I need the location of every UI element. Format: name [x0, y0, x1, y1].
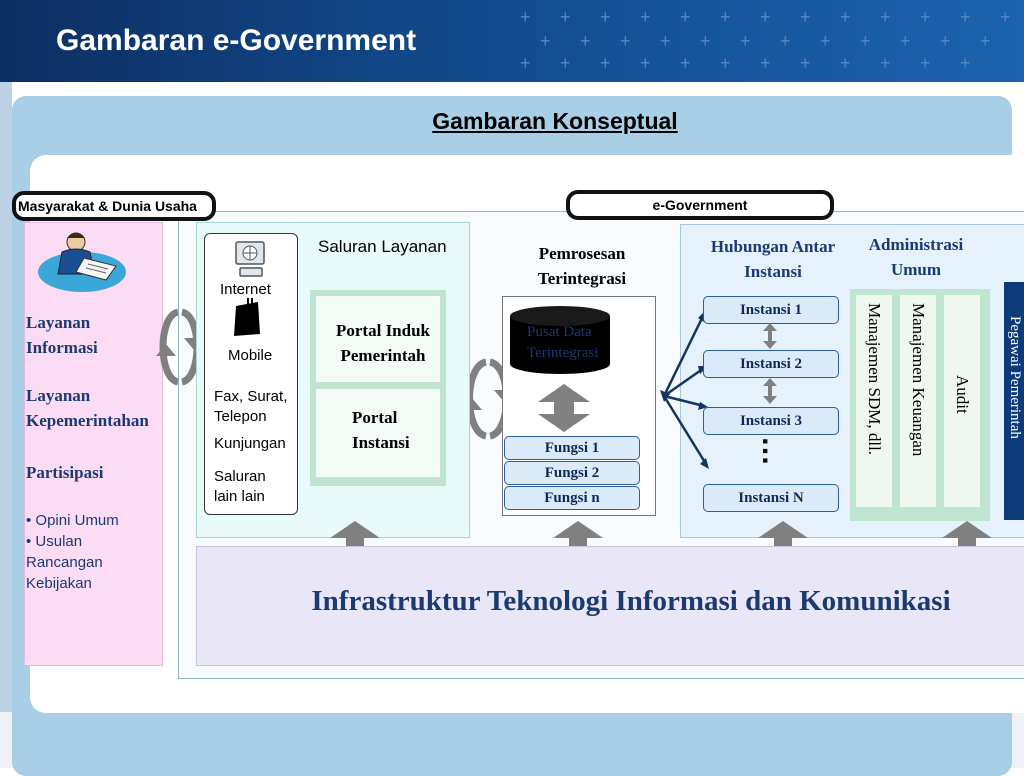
adm-audit-label: Audit	[953, 375, 972, 414]
panel-heading: Gambaran Konseptual	[432, 108, 678, 134]
infrastruktur-box: Infrastruktur Teknologi Informasi dan Ko…	[196, 546, 1024, 666]
channel-internet: Internet	[220, 281, 271, 298]
double-arrow-small-icon	[762, 323, 778, 349]
label-layanan-kepemerintahan: Layanan Kepemerintahan	[26, 386, 149, 430]
bullet-item: • Usulan Rancangan Kebijakan	[26, 533, 103, 592]
pemrosesan-title: Pemrosesan Terintegrasi	[537, 244, 627, 288]
left-stripe	[0, 82, 12, 768]
instansi-n: Instansi N	[703, 484, 839, 512]
pill-masyarakat: Masyarakat & Dunia Usaha	[12, 191, 216, 221]
fungsi-1: Fungsi 1	[504, 436, 640, 460]
bullet-text: Opini Umum	[35, 512, 119, 529]
instansi-1: Instansi 1	[703, 296, 839, 324]
channel-list	[204, 233, 298, 515]
pegawai-label: Pegawai Pemerintah	[1007, 316, 1023, 439]
computer-icon	[232, 240, 270, 280]
channel-lain: Saluran lain lain	[214, 468, 266, 505]
adm-col-sdm: Manajemen SDM, dll.	[856, 295, 892, 507]
portal-induk-box	[315, 295, 441, 383]
label-layanan-informasi: Layanan Informasi	[26, 313, 98, 357]
pusat-data-label: Pusat Data Terintegrasi	[527, 324, 599, 361]
portal-instansi-box	[315, 388, 441, 478]
channel-mobile: Mobile	[228, 347, 273, 364]
mobile-phone-icon	[230, 298, 264, 338]
slide-header: ++ ++ ++ ++ ++ ++ + ++ ++ ++ ++ ++ ++ ++…	[0, 0, 1024, 82]
bullet-text: Usulan Rancangan Kebijakan	[26, 533, 103, 592]
adm-sdm-label: Manajemen SDM, dll.	[865, 303, 884, 456]
reading-person-icon	[36, 228, 128, 294]
channel-fax: Fax, Surat, Telepon	[214, 388, 288, 425]
administrasi-title: Administrasi Umum	[868, 235, 964, 279]
fungsi-2: Fungsi 2	[504, 461, 640, 485]
portal-instansi-label: Portal Instansi	[352, 408, 410, 452]
adm-col-audit: Audit	[944, 295, 980, 507]
partisipasi-bullets: • Opini Umum • Usulan Rancangan Kebijaka…	[26, 510, 160, 594]
instansi-2: Instansi 2	[703, 350, 839, 378]
adm-col-keuangan: Manajemen Keuangan	[900, 295, 936, 507]
slide-title: Gambaran e-Government	[56, 24, 417, 57]
instansi-ellipsis: …	[756, 436, 789, 466]
fungsi-n: Fungsi n	[504, 486, 640, 510]
pegawai-bar: Pegawai Pemerintah	[1004, 282, 1024, 520]
channel-kunjungan: Kunjungan	[214, 435, 286, 452]
masyarakat-column	[24, 222, 163, 666]
double-arrow-vertical-icon	[538, 384, 590, 432]
connector-arrows	[656, 306, 716, 476]
adm-keuangan-label: Manajemen Keuangan	[909, 303, 928, 457]
instansi-3: Instansi 3	[703, 407, 839, 435]
hubungan-title: Hubungan Antar Instansi	[710, 237, 836, 281]
infrastruktur-title: Infrastruktur Teknologi Informasi dan Ko…	[311, 585, 951, 617]
pill-egovernment: e-Government	[566, 190, 834, 220]
saluran-title: Saluran Layanan	[318, 237, 447, 256]
double-arrow-small-icon	[762, 378, 778, 404]
label-partisipasi: Partisipasi	[26, 463, 104, 482]
bullet-item: • Opini Umum	[26, 512, 119, 529]
database-icon	[508, 306, 612, 374]
portal-induk-label: Portal Induk Pemerintah	[336, 321, 430, 365]
